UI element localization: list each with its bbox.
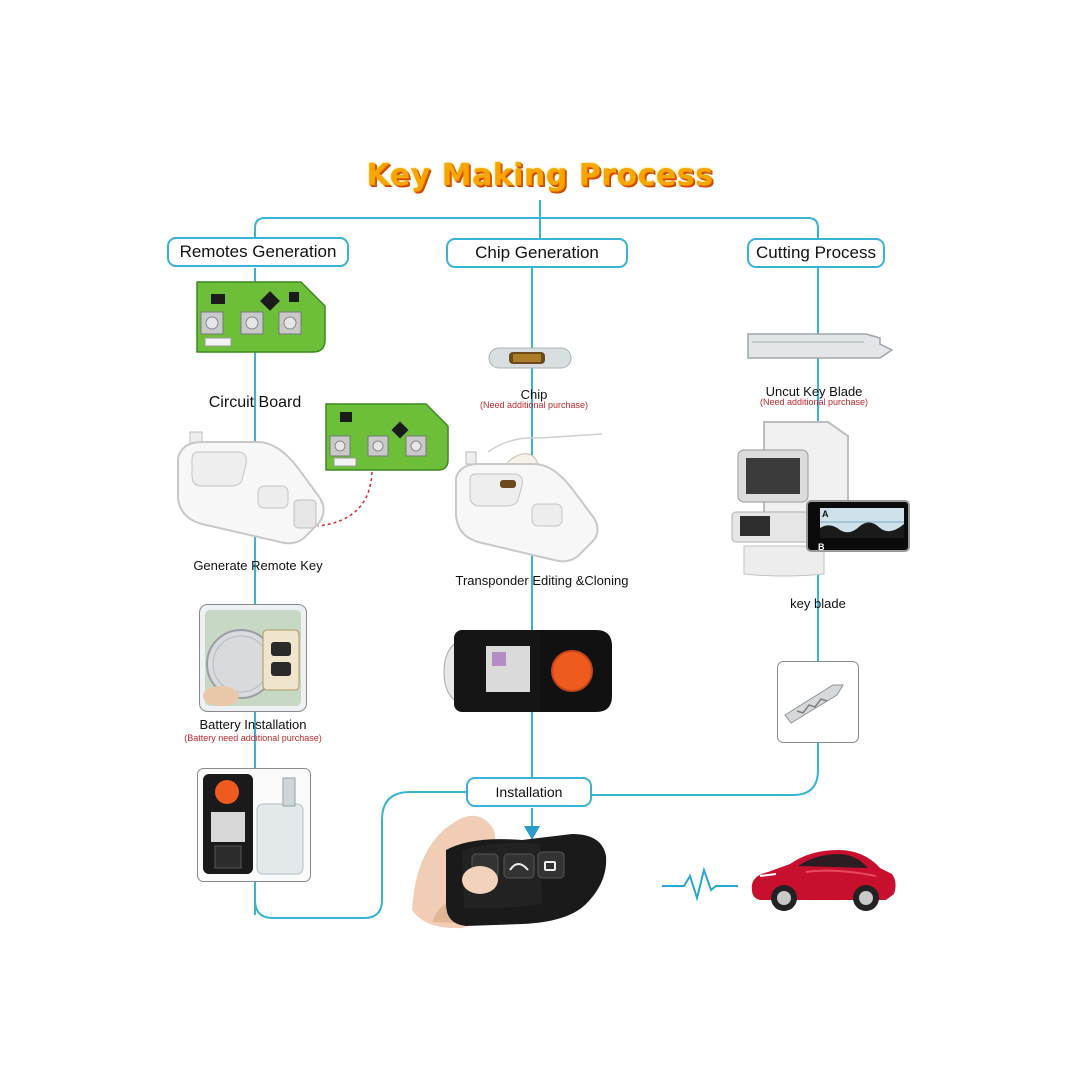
cutting-process-heading: Cutting Process xyxy=(747,238,885,268)
signal-wave xyxy=(662,866,738,902)
remote-shell-image xyxy=(197,768,311,882)
battery-installation-image xyxy=(199,604,307,712)
generate-remote-key-label: Generate Remote Key xyxy=(193,558,323,573)
key-programmer-device-image xyxy=(177,431,325,545)
red-car-image xyxy=(751,850,896,911)
remote-key-open-image xyxy=(443,630,612,712)
remotes-generation-heading: Remotes Generation xyxy=(167,237,349,267)
dotted-link xyxy=(317,471,373,527)
transponder-editing-label: Transponder Editing &Cloning xyxy=(455,573,629,588)
cut-key-blade-image xyxy=(777,661,859,743)
chip-label: Chip xyxy=(520,387,548,402)
uncut-key-blade-label: Uncut Key Blade xyxy=(765,384,863,399)
key-blade-label: key blade xyxy=(790,596,846,611)
circuit-board-small-image xyxy=(325,403,449,471)
battery-installation-label: Battery Installation xyxy=(199,717,307,732)
key-cutting-machine-image xyxy=(731,421,849,577)
chip-image xyxy=(488,347,572,369)
uncut-key-blade-image xyxy=(747,333,894,359)
hand-pressing-key-image xyxy=(412,815,607,929)
circuit-board-image xyxy=(196,281,326,353)
installation-heading: Installation xyxy=(466,777,592,807)
battery-note: (Battery need additional purchase) xyxy=(184,733,322,743)
chip-generation-heading: Chip Generation xyxy=(446,238,628,268)
cut-b-marker: B xyxy=(818,542,825,552)
page-title: Key Making Process xyxy=(366,158,714,193)
blade-note: (Need additional purchase) xyxy=(759,397,869,407)
chip-note: (Need additional purchase) xyxy=(479,400,589,410)
cut-a-marker: A xyxy=(822,509,829,519)
transponder-device-image xyxy=(455,433,603,563)
circuit-board-label: Circuit Board xyxy=(208,394,302,411)
key-cut-profile-image: A B xyxy=(806,500,910,552)
